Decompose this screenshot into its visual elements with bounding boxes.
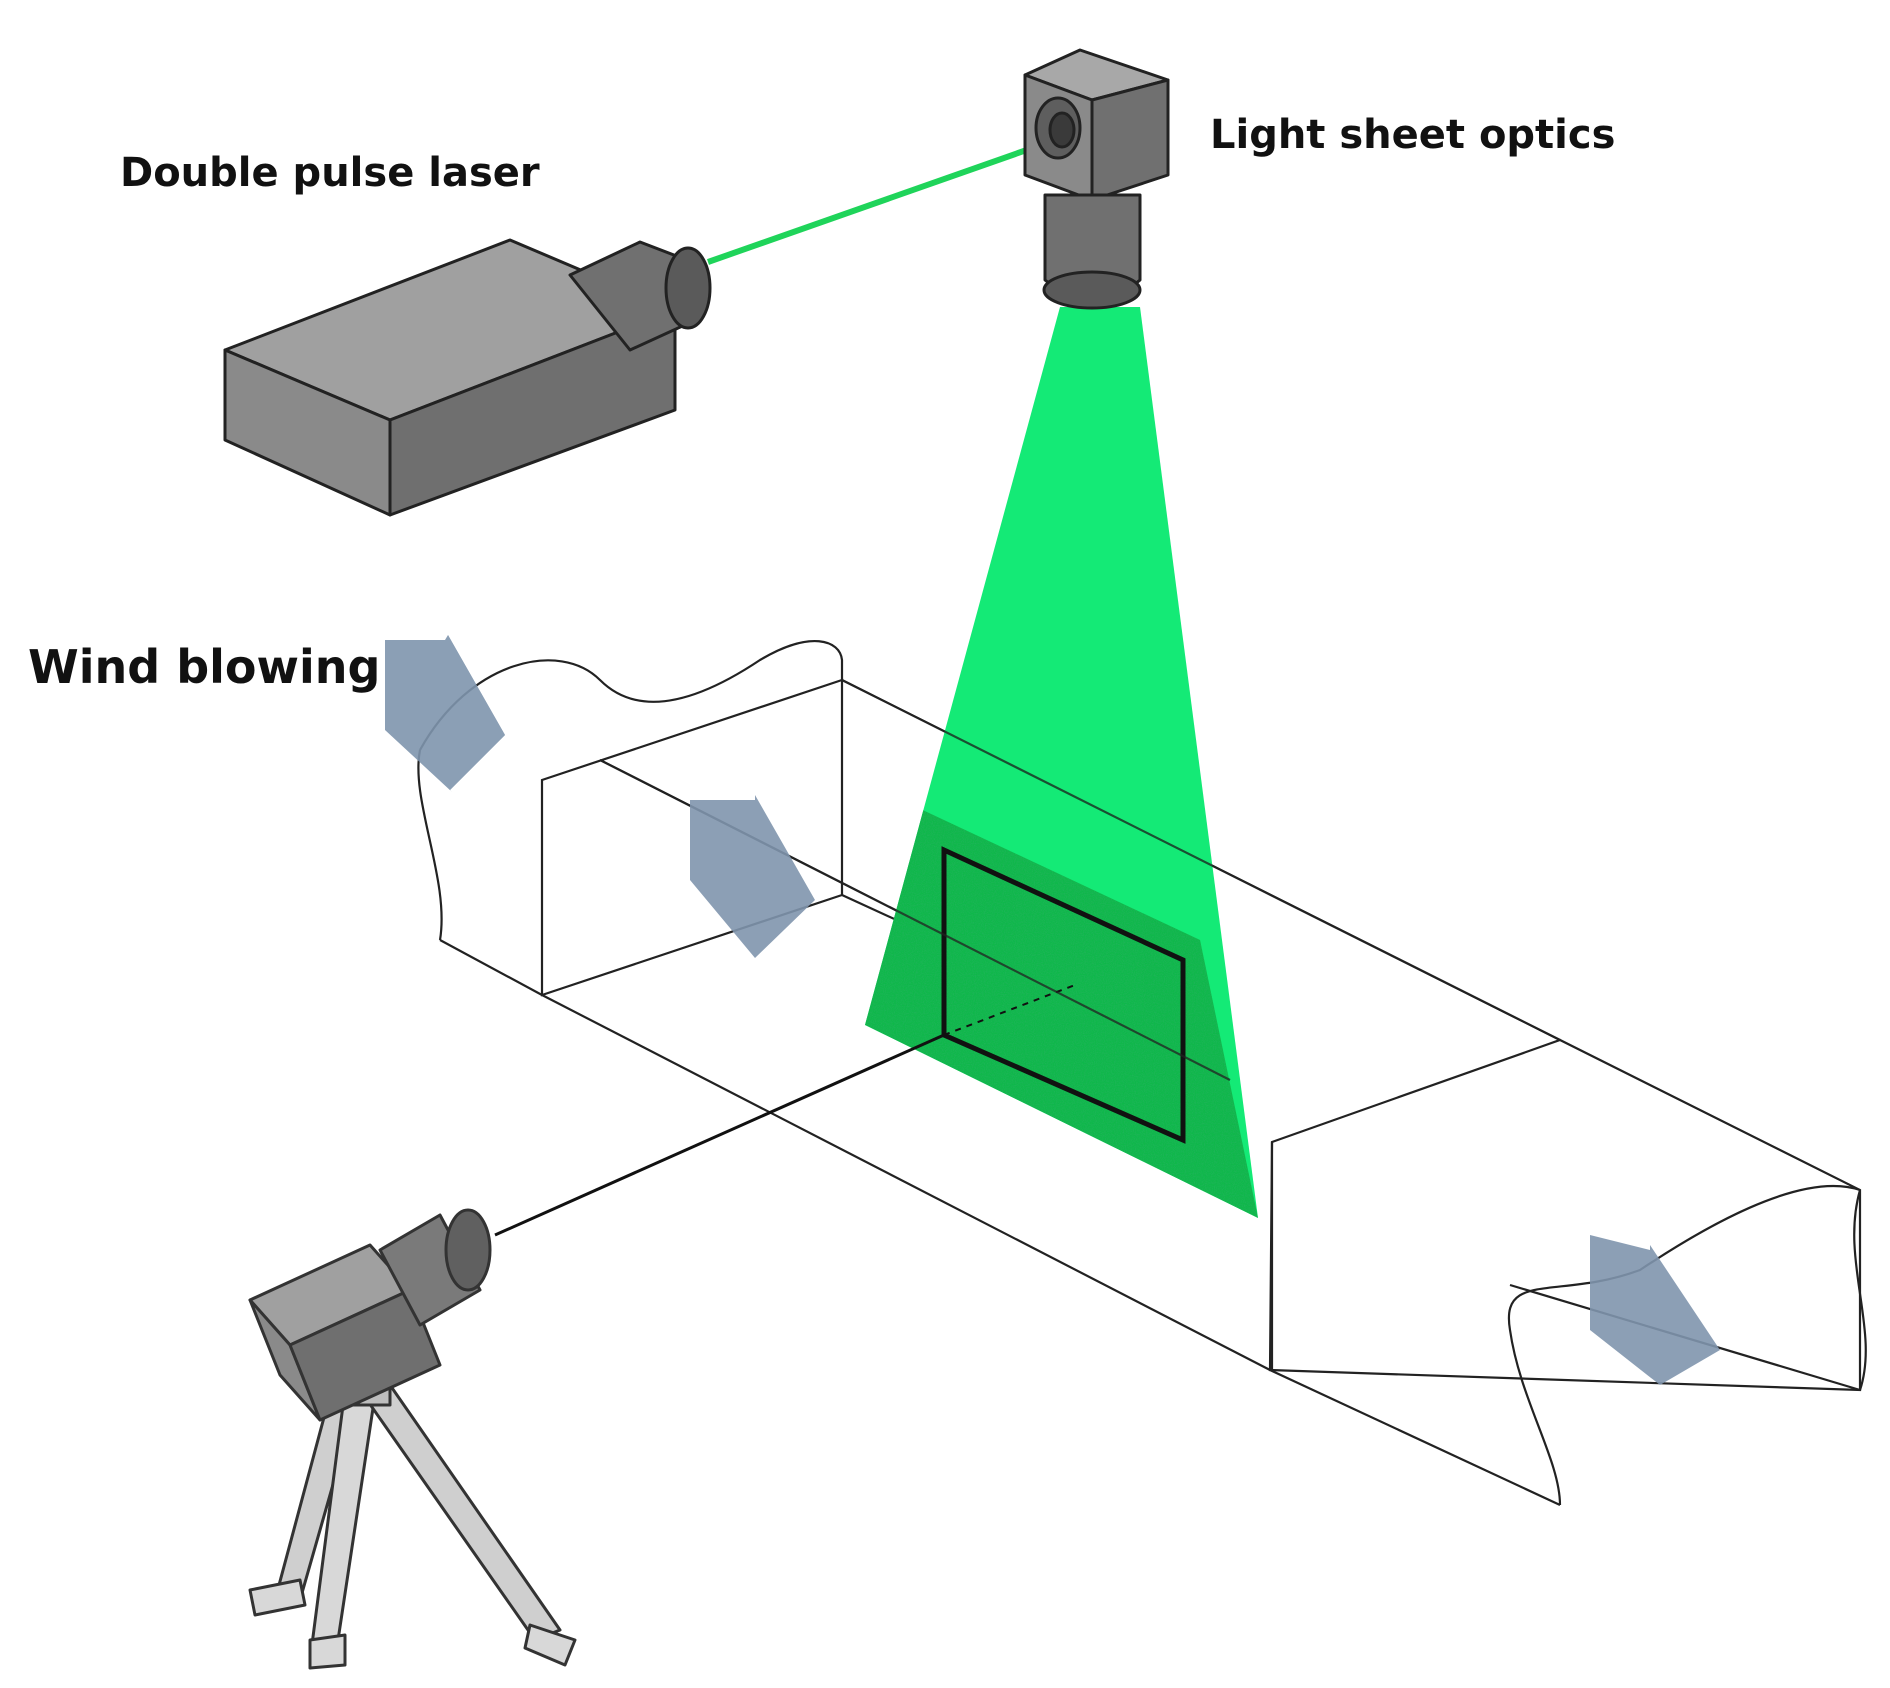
field-of-view-frame: [941, 846, 1186, 1144]
laser-label: Double pulse laser: [120, 150, 540, 196]
laser-beam: [707, 130, 1076, 265]
camera-on-tripod-icon: [248, 1208, 577, 1670]
tunnel-right-cut-edge: [1507, 1184, 1861, 1506]
tunnel-left-cut-edge: [419, 639, 844, 751]
wind-label: Wind blowing: [28, 640, 381, 694]
camera-line-of-sight: [494, 1033, 945, 1237]
double-pulse-laser-icon: [223, 238, 712, 517]
light-sheet-optics-icon: [1023, 48, 1170, 310]
tunnel-right-box: [1268, 1038, 1862, 1392]
optics-label: Light sheet optics: [1210, 112, 1616, 158]
flow-arrows: [385, 635, 1720, 1385]
flow-arrow-icon: [1590, 1235, 1720, 1385]
flow-arrow-icon: [690, 795, 815, 958]
light-sheet: [865, 307, 1258, 1218]
